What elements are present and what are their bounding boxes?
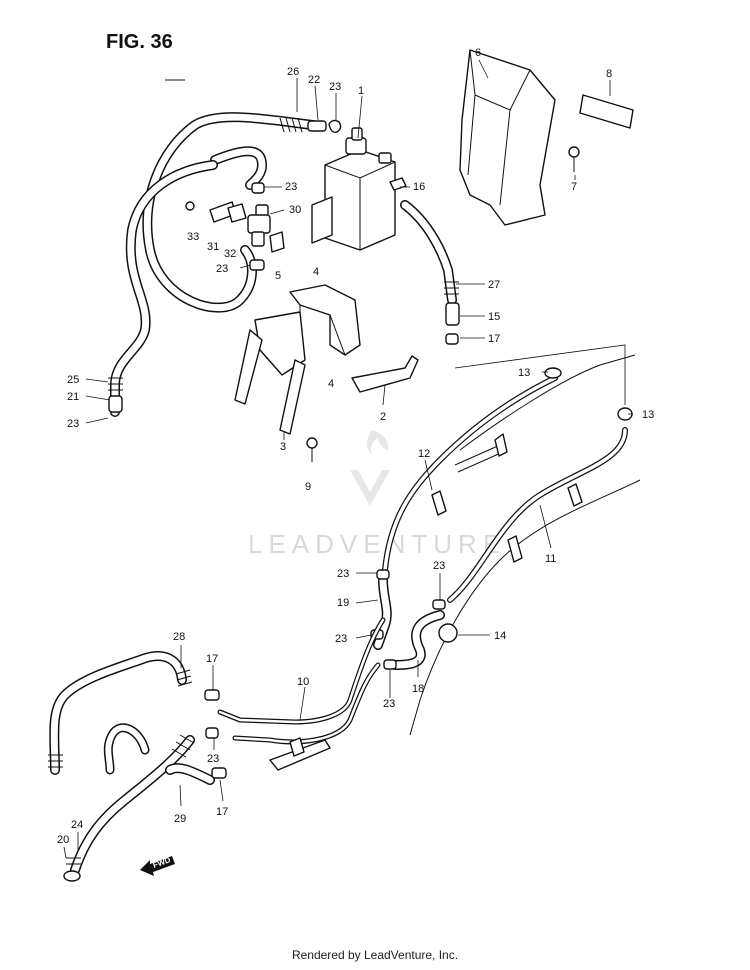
part-label-4: 4 — [313, 266, 319, 278]
part-label-9: 9 — [305, 481, 311, 493]
part-label-23: 23 — [67, 418, 79, 430]
grommet-14 — [438, 623, 458, 643]
part-label-12: 12 — [418, 448, 430, 460]
canister-1 — [311, 127, 407, 251]
fwd-arrow: FWD — [140, 855, 175, 876]
part-label-18: 18 — [412, 683, 424, 695]
grommet-13 — [544, 367, 633, 421]
leader-lines — [63, 59, 633, 859]
pipe-11 — [447, 427, 628, 603]
part-label-23: 23 — [337, 568, 349, 580]
part-label-32: 32 — [224, 248, 236, 260]
part-label-20: 20 — [57, 834, 69, 846]
hose-18 — [390, 610, 445, 670]
hose-small-loop — [103, 723, 150, 775]
part-label-4: 4 — [328, 378, 334, 390]
part-label-15: 15 — [488, 311, 500, 323]
part-label-23: 23 — [207, 753, 219, 765]
part-label-5: 5 — [275, 270, 281, 282]
part-label-23: 23 — [216, 263, 228, 275]
footer-credit: Rendered by LeadVenture, Inc. — [291, 948, 459, 962]
part-label-23: 23 — [335, 633, 347, 645]
clamps-17-23-left — [204, 689, 227, 779]
part-label-23: 23 — [433, 560, 445, 572]
figure-title: FIG. 36 — [106, 31, 173, 53]
hose-26-upper-loop — [108, 112, 327, 417]
watermark-text: LEADVENTURE — [248, 529, 506, 559]
part-label-13: 13 — [642, 409, 654, 421]
part-label-6: 6 — [475, 47, 481, 59]
part-label-33: 33 — [187, 231, 199, 243]
bracket-4 — [234, 284, 361, 435]
watermark-logo — [350, 430, 390, 506]
part-label-31: 31 — [207, 241, 219, 253]
part-label-11: 11 — [545, 553, 556, 565]
part-label-23: 23 — [383, 698, 395, 710]
pipe-assembly-10 — [217, 617, 386, 771]
part-label-27: 27 — [488, 279, 500, 291]
part-label-10: 10 — [297, 676, 309, 688]
pipe-12 — [382, 375, 558, 573]
part-label-23: 23 — [285, 181, 297, 193]
part-label-17: 17 — [216, 806, 228, 818]
part-label-30: 30 — [289, 204, 301, 216]
part-label-8: 8 — [606, 68, 612, 80]
part-label-19: 19 — [337, 597, 349, 609]
hose-28 — [48, 651, 193, 775]
part-label-28: 28 — [173, 631, 185, 643]
part-label-29: 29 — [174, 813, 186, 825]
part-label-3: 3 — [280, 441, 286, 453]
part-label-17: 17 — [206, 653, 218, 665]
part-label-13: 13 — [518, 367, 530, 379]
part-labels: 26 22 23 1 6 8 23 16 7 30 33 31 32 23 5 … — [57, 47, 654, 846]
hose-29-24 — [63, 734, 215, 882]
part-label-23: 23 — [329, 81, 341, 93]
label-plate-8 — [579, 94, 634, 129]
hose-19 — [373, 575, 392, 650]
bolt-9 — [306, 437, 318, 462]
cover-6 — [459, 49, 556, 226]
part-label-26: 26 — [287, 66, 299, 78]
part-label-17: 17 — [488, 333, 500, 345]
part-label-1: 1 — [358, 85, 364, 97]
bracket-2 — [351, 355, 419, 393]
small-parts-cluster — [185, 182, 285, 271]
part-label-2: 2 — [380, 411, 386, 423]
part-label-16: 16 — [413, 181, 425, 193]
part-label-7: 7 — [571, 181, 577, 193]
part-label-25: 25 — [67, 374, 79, 386]
part-label-21: 21 — [67, 391, 79, 403]
clamp-23-top — [328, 119, 342, 134]
part-label-24: 24 — [71, 819, 83, 831]
bolt-7 — [568, 146, 580, 172]
hose-27 — [400, 200, 460, 345]
frame-outline — [409, 354, 641, 736]
part-label-14: 14 — [494, 630, 506, 642]
part-label-22: 22 — [308, 74, 320, 86]
